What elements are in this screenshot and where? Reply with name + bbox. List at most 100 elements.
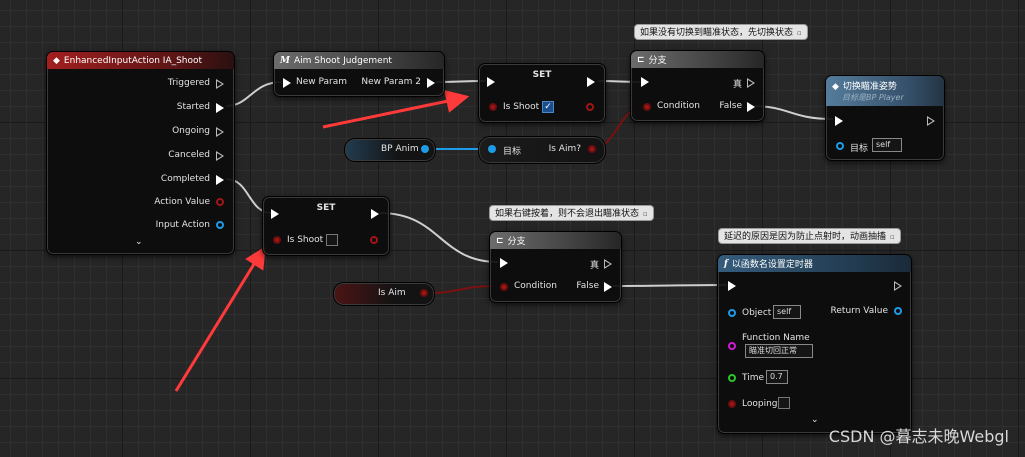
false-exec-pin[interactable]: [604, 282, 612, 292]
condition-pin[interactable]: [500, 283, 508, 291]
enhanced-input-action-node[interactable]: ◆ EnhancedInputAction IA_Shoot Triggered…: [46, 51, 235, 255]
triggered-exec-pin[interactable]: [216, 79, 224, 89]
true-exec-pin[interactable]: [747, 78, 755, 88]
triggered-label: Triggered: [167, 78, 210, 88]
object-field[interactable]: self: [773, 305, 801, 319]
node-title: 分支: [648, 56, 667, 66]
expand-chevron-icon[interactable]: ⌄: [135, 237, 143, 247]
function-name-field[interactable]: 瞄准切回正常: [745, 344, 813, 358]
action-value-pin[interactable]: [216, 198, 224, 206]
target-label: 目标: [503, 147, 522, 157]
aim-shoot-judgement-node[interactable]: M Aim Shoot Judgement New Param New Para…: [273, 51, 445, 97]
started-exec-pin[interactable]: [216, 103, 224, 113]
node-title: EnhancedInputAction IA_Shoot: [63, 55, 203, 66]
is-shoot-checkbox[interactable]: ✓: [542, 101, 554, 113]
node-header: ◆ EnhancedInputAction IA_Shoot: [47, 52, 234, 69]
target-field[interactable]: self: [872, 138, 902, 152]
condition-label: Condition: [657, 101, 700, 111]
false-exec-pin[interactable]: [747, 102, 755, 112]
close-icon[interactable]: ▫: [643, 210, 648, 218]
comment-text: 延迟的原因是因为防止点射时，动画抽搐: [724, 232, 887, 242]
canceled-exec-pin[interactable]: [216, 151, 224, 161]
close-icon[interactable]: ▫: [890, 233, 895, 241]
time-field[interactable]: 0.7: [766, 370, 788, 384]
time-pin[interactable]: [728, 374, 736, 382]
is-aim-out-pin[interactable]: [420, 289, 428, 297]
branch-bottom-node[interactable]: ⊏ 分支 真 Condition False: [489, 231, 622, 303]
is-shoot-out-pin[interactable]: [370, 236, 378, 244]
var-label: Is Shoot: [503, 102, 540, 112]
function-icon: ◆: [832, 82, 839, 92]
close-icon[interactable]: ▫: [797, 29, 802, 37]
input-action-pin[interactable]: [216, 221, 224, 229]
target-pin[interactable]: [836, 142, 844, 150]
false-label: False: [719, 101, 742, 111]
exec-in-pin[interactable]: [283, 78, 291, 88]
is-aim-out-pin[interactable]: [588, 145, 596, 153]
exec-out-pin[interactable]: [927, 116, 935, 126]
target-in-pin[interactable]: [488, 145, 496, 153]
branch-top-node[interactable]: ⊏ 分支 真 Condition False: [630, 50, 765, 122]
looping-checkbox[interactable]: [778, 397, 790, 409]
exec-out-pin[interactable]: [894, 281, 902, 291]
exec-out-pin[interactable]: [587, 77, 595, 87]
target-label: 目标: [850, 144, 869, 154]
object-pin[interactable]: [728, 309, 736, 317]
is-shoot-in-pin[interactable]: [489, 103, 497, 111]
node-subtitle: 目标是BP Player: [842, 93, 904, 102]
completed-exec-pin[interactable]: [216, 175, 224, 185]
branch-icon: ⊏: [496, 235, 504, 246]
return-value-pin[interactable]: [894, 307, 902, 315]
looping-label: Looping: [742, 399, 778, 409]
condition-pin[interactable]: [643, 103, 651, 111]
exec-in-pin[interactable]: [835, 116, 843, 126]
is-aim-getter-node[interactable]: 目标 Is Aim?: [478, 136, 606, 164]
exec-out-pin[interactable]: [427, 78, 435, 88]
function-name-pin[interactable]: [728, 342, 736, 350]
exec-in-pin[interactable]: [728, 281, 736, 291]
wire-false2-to-timer: [612, 284, 728, 287]
is-shoot-checkbox[interactable]: [326, 234, 338, 246]
exec-in-pin[interactable]: [500, 258, 508, 268]
exec-out-pin[interactable]: [371, 209, 379, 219]
bp-anim-out-pin[interactable]: [421, 145, 429, 153]
function-name-label: Function Name: [742, 333, 810, 343]
comment-bubble[interactable]: 延迟的原因是因为防止点射时，动画抽搐▫: [718, 228, 901, 244]
comment-text: 如果右键按着，则不会退出瞄准状态: [495, 209, 640, 219]
ongoing-exec-pin[interactable]: [216, 127, 224, 137]
canceled-label: Canceled: [168, 150, 210, 160]
set-timer-by-function-name-node[interactable]: f 以函数名设置定时器 Object self Return Value Fun…: [717, 254, 912, 434]
action-value-label: Action Value: [154, 197, 210, 207]
condition-label: Condition: [514, 281, 557, 291]
completed-label: Completed: [160, 174, 210, 184]
comment-text: 如果没有切换到瞄准状态，先切换状态: [640, 28, 794, 38]
input-action-label: Input Action: [155, 220, 210, 230]
expand-chevron-icon[interactable]: ⌄: [811, 415, 819, 425]
var-label: BP Anim: [381, 144, 419, 154]
true-exec-pin[interactable]: [604, 259, 612, 269]
set-is-shoot-false-node[interactable]: SET Is Shoot: [262, 196, 390, 256]
input-label: New Param: [296, 77, 348, 87]
function-icon: f: [724, 258, 728, 269]
bp-anim-variable[interactable]: BP Anim: [344, 138, 436, 162]
macro-icon: M: [280, 55, 290, 66]
switch-aim-pose-node[interactable]: ◆切换瞄准姿势 目标是BP Player 目标 self: [825, 75, 945, 161]
comment-bubble[interactable]: 如果右键按着，则不会退出瞄准状态▫: [489, 205, 654, 221]
exec-in-pin[interactable]: [641, 77, 649, 87]
node-header: ⊏ 分支: [631, 51, 764, 68]
true-label: 真: [589, 261, 599, 271]
exec-in-pin[interactable]: [487, 77, 495, 87]
node-header: ◆切换瞄准姿势 目标是BP Player: [826, 76, 944, 106]
node-header: ⊏ 分支: [490, 232, 621, 249]
comment-bubble[interactable]: 如果没有切换到瞄准状态，先切换状态▫: [634, 24, 808, 40]
is-shoot-out-pin[interactable]: [586, 103, 594, 111]
object-label: Object: [742, 308, 772, 318]
is-aim-variable[interactable]: Is Aim: [333, 282, 435, 306]
true-label: 真: [732, 80, 742, 90]
output-label: Is Aim?: [548, 144, 581, 154]
looping-pin[interactable]: [728, 400, 736, 408]
set-is-shoot-true-node[interactable]: SET Is Shoot ✓: [478, 63, 606, 123]
exec-in-pin[interactable]: [271, 209, 279, 219]
is-shoot-in-pin[interactable]: [273, 236, 281, 244]
